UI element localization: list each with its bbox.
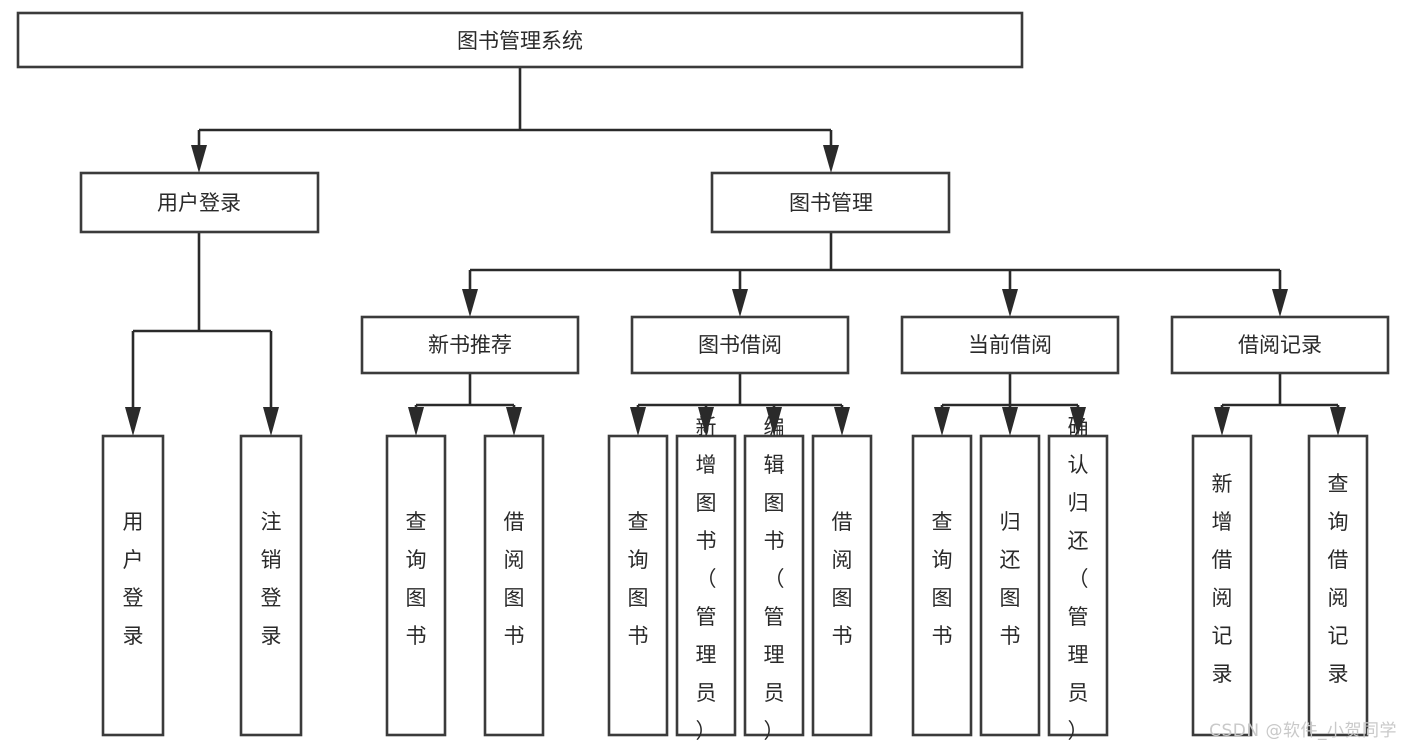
node-leaf-borrow-record-2-label: 查询借阅记录 <box>1328 472 1349 686</box>
arrow-head-book-borrow-leaf2 <box>698 407 714 436</box>
node-root-system[interactable]: 图书管理系统 <box>16 11 1024 69</box>
arrow-head-book-manage <box>823 145 839 173</box>
node-leaf-current-borrow-1-box <box>911 434 973 737</box>
node-user-login-box <box>79 171 320 234</box>
node-book-manage-label: 图书管理 <box>789 191 873 215</box>
node-book-manage[interactable]: 图书管理 <box>710 171 951 234</box>
node-borrow-record-label: 借阅记录 <box>1238 333 1322 357</box>
connector-group-book-borrow-to-leaves <box>630 373 850 436</box>
node-leaf-borrow-record-1-label: 新增借阅记录 <box>1212 472 1233 686</box>
node-book-borrow-box <box>630 315 850 375</box>
node-leaf-user-login-1[interactable]: 用户登录 <box>101 434 165 737</box>
node-book-manage-box <box>710 171 951 234</box>
node-leaf-borrow-record-1-box <box>1191 434 1253 737</box>
node-leaf-book-borrow-3[interactable]: 编辑图书（管理员） <box>743 415 805 743</box>
node-leaf-book-borrow-1[interactable]: 查询图书 <box>607 434 669 737</box>
node-leaf-book-borrow-2-label: 新增图书（管理员） <box>696 415 717 743</box>
arrow-head-book-borrow-leaf3 <box>766 407 782 436</box>
node-current-borrow-box <box>900 315 1120 375</box>
node-current-borrow[interactable]: 当前借阅 <box>900 315 1120 375</box>
node-leaf-new-book-1-label: 查询图书 <box>406 510 427 648</box>
node-new-book-recommend-box <box>360 315 580 375</box>
node-leaf-user-login-2-label: 注销登录 <box>261 510 282 648</box>
arrow-head-current-borrow-leaf2 <box>1002 407 1018 436</box>
arrow-head-new-book-leaf1 <box>408 407 424 436</box>
node-book-borrow[interactable]: 图书借阅 <box>630 315 850 375</box>
node-book-borrow-label: 图书借阅 <box>698 333 782 357</box>
node-leaf-user-login-2[interactable]: 注销登录 <box>239 434 303 737</box>
node-leaf-current-borrow-2-box <box>979 434 1041 737</box>
node-leaf-book-borrow-1-label: 查询图书 <box>628 510 649 648</box>
arrow-head-borrow-record-leaf2 <box>1330 407 1346 436</box>
node-leaf-current-borrow-2-label: 归还图书 <box>1000 510 1021 648</box>
node-leaf-borrow-record-2-box <box>1307 434 1369 737</box>
arrow-head-current-borrow <box>1002 289 1018 317</box>
node-root-label: 图书管理系统 <box>457 29 583 53</box>
node-leaf-new-book-2-label: 借阅图书 <box>504 510 525 648</box>
arrow-head-user-login-leaf2 <box>263 407 279 436</box>
connector-group-book-manage-to-level3 <box>462 232 1288 317</box>
node-leaf-new-book-1[interactable]: 查询图书 <box>385 434 447 737</box>
node-user-login[interactable]: 用户登录 <box>79 171 320 234</box>
connector-group-new-book-to-leaves <box>408 373 522 436</box>
node-current-borrow-label: 当前借阅 <box>968 333 1052 357</box>
node-leaf-current-borrow-2[interactable]: 归还图书 <box>979 434 1041 737</box>
node-root-box <box>16 11 1024 69</box>
node-user-login-label: 用户登录 <box>157 191 241 215</box>
node-leaf-book-borrow-4[interactable]: 借阅图书 <box>811 434 873 737</box>
node-new-book-recommend-label: 新书推荐 <box>428 333 512 357</box>
node-new-book-recommend[interactable]: 新书推荐 <box>360 315 580 375</box>
node-leaf-book-borrow-3-label: 编辑图书（管理员） <box>764 415 785 743</box>
node-leaf-current-borrow-3[interactable]: 确认归还（管理员） <box>1047 415 1109 743</box>
arrow-head-new-book-leaf2 <box>506 407 522 436</box>
node-leaf-book-borrow-4-label: 借阅图书 <box>832 510 853 648</box>
node-leaf-book-borrow-3-box <box>743 434 805 737</box>
arrow-head-book-borrow-leaf4 <box>834 407 850 436</box>
node-leaf-user-login-1-box <box>101 434 165 737</box>
arrow-head-new-book <box>462 289 478 317</box>
node-leaf-current-borrow-3-label: 确认归还（管理员） <box>1068 415 1089 743</box>
node-leaf-new-book-1-box <box>385 434 447 737</box>
connector-group-current-borrow-to-leaves <box>934 373 1086 436</box>
arrow-head-book-borrow-leaf1 <box>630 407 646 436</box>
arrow-head-current-borrow-leaf1 <box>934 407 950 436</box>
node-leaf-new-book-2-box <box>483 434 545 737</box>
connector-group-borrow-record-to-leaves <box>1214 373 1346 436</box>
arrow-head-user-login-leaf1 <box>125 407 141 436</box>
node-borrow-record[interactable]: 借阅记录 <box>1170 315 1390 375</box>
arrow-head-book-borrow <box>732 289 748 317</box>
connector-group-user-login-to-leaves <box>125 232 279 436</box>
node-leaf-current-borrow-3-box <box>1047 434 1109 737</box>
arrow-head-current-borrow-leaf3 <box>1070 407 1086 436</box>
node-leaf-current-borrow-1[interactable]: 查询图书 <box>911 434 973 737</box>
arrow-head-user-login <box>191 145 207 173</box>
arrow-head-borrow-record <box>1272 289 1288 317</box>
node-leaf-book-borrow-2[interactable]: 新增图书（管理员） <box>675 415 737 743</box>
arrow-head-borrow-record-leaf1 <box>1214 407 1230 436</box>
connector-group-root-to-level2 <box>191 67 839 173</box>
node-leaf-book-borrow-1-box <box>607 434 669 737</box>
node-leaf-borrow-record-2[interactable]: 查询借阅记录 <box>1307 434 1369 737</box>
node-borrow-record-box <box>1170 315 1390 375</box>
node-leaf-current-borrow-1-label: 查询图书 <box>932 510 953 648</box>
node-leaf-book-borrow-2-box <box>675 434 737 737</box>
node-leaf-borrow-record-1[interactable]: 新增借阅记录 <box>1191 434 1253 737</box>
node-leaf-user-login-2-box <box>239 434 303 737</box>
node-leaf-book-borrow-4-box <box>811 434 873 737</box>
node-leaf-new-book-2[interactable]: 借阅图书 <box>483 434 545 737</box>
node-leaf-user-login-1-label: 用户登录 <box>123 510 144 648</box>
